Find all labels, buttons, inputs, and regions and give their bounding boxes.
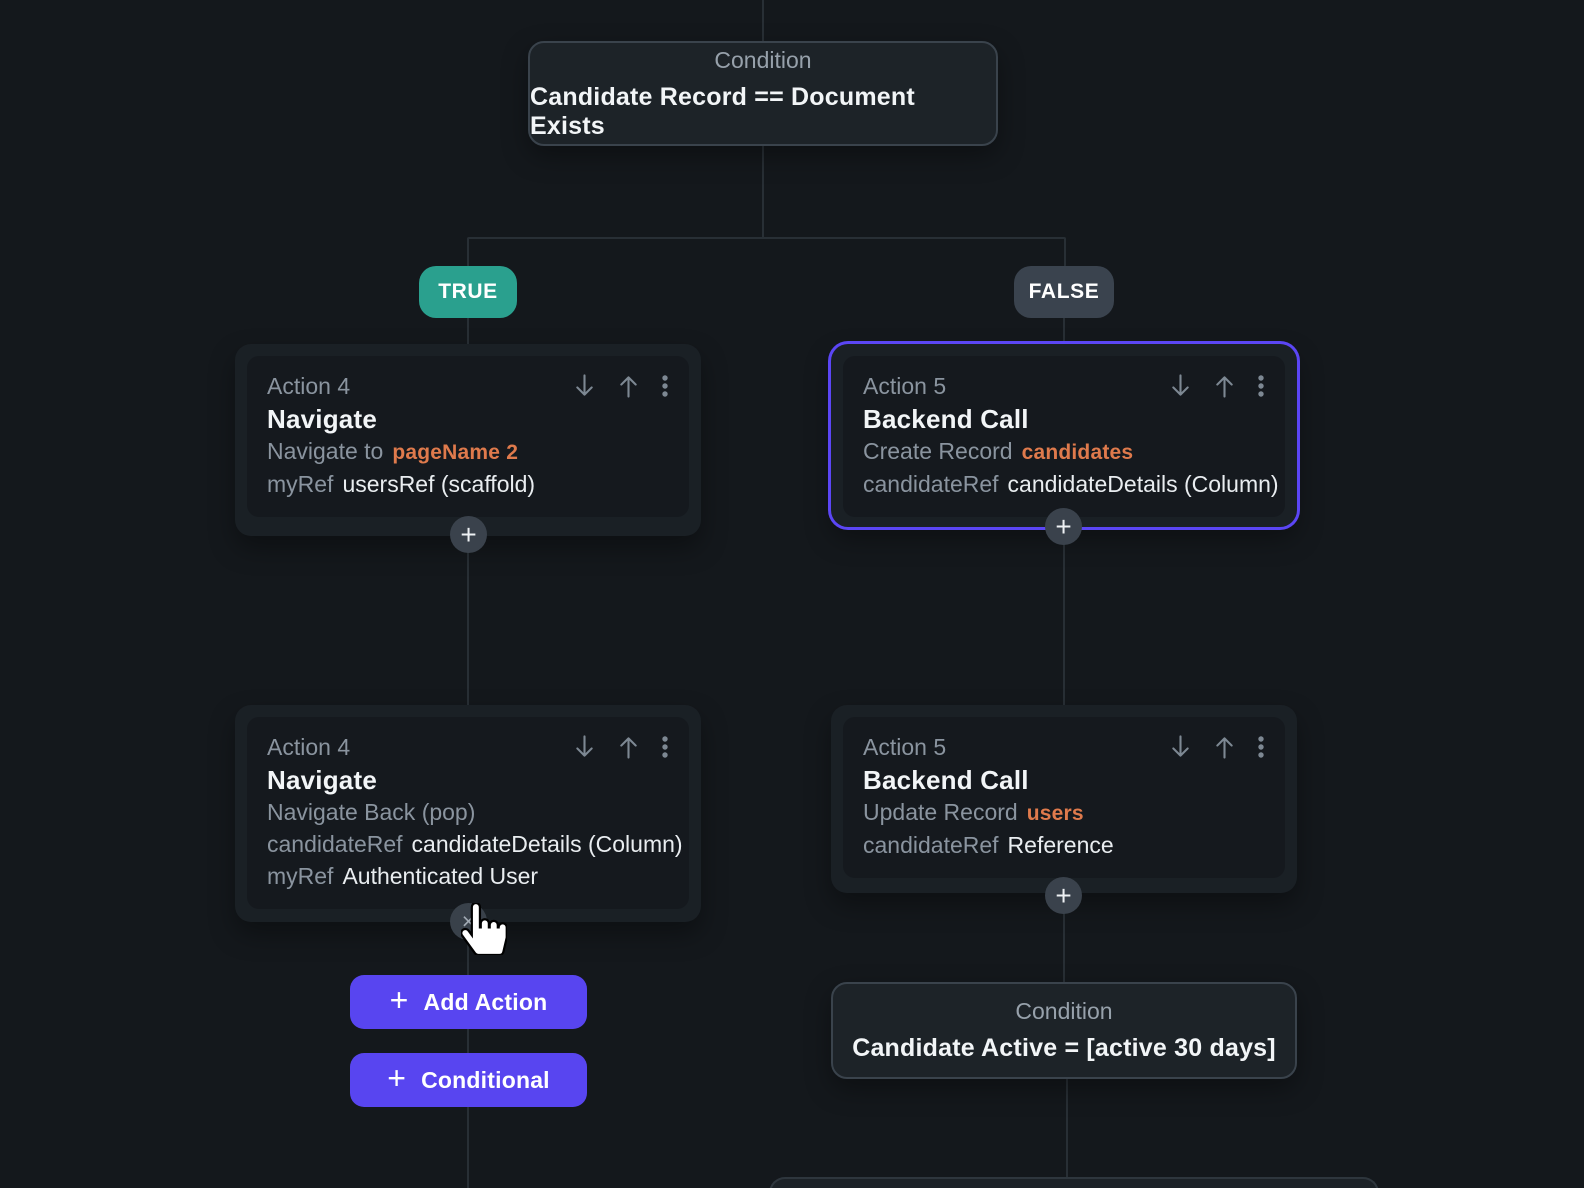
false-branch-badge: FALSE [1014,266,1114,318]
connector-top [762,0,764,41]
action-card-body: Action 4 Navigate Navigate Back (pop) ca… [247,717,689,909]
connector-false-badge-to-card [1063,310,1065,344]
kebab-menu-icon[interactable] [661,372,669,400]
add-action-button[interactable]: + Add Action [350,975,587,1029]
move-up-icon[interactable] [617,733,640,761]
add-node-plus-button[interactable]: + [1045,508,1082,545]
add-conditional-button-label: Conditional [421,1066,550,1093]
move-down-icon[interactable] [1169,372,1192,400]
action-title: Backend Call [863,765,1029,795]
connector-condition-to-branch [762,146,764,238]
plus-icon: + [387,1060,407,1096]
partial-card-bottom[interactable] [769,1177,1379,1188]
move-down-icon[interactable] [1169,733,1192,761]
add-node-plus-button[interactable]: + [1045,877,1082,914]
condition-node-root[interactable]: Condition Candidate Record == Document E… [528,41,998,146]
add-node-plus-button[interactable]: + [450,516,487,553]
action-title: Navigate [267,765,377,795]
action-detail-row: Navigate Back (pop) [267,799,476,825]
condition-value: Candidate Record == Document Exists [530,82,915,140]
move-up-icon[interactable] [617,372,640,400]
move-up-icon[interactable] [1213,733,1236,761]
move-down-icon[interactable] [573,733,596,761]
add-action-button-label: Add Action [423,988,548,1015]
action-index-label: Action 4 [267,372,351,399]
action-index-label: Action 5 [863,733,947,760]
move-up-icon[interactable] [1213,372,1236,400]
action-title: Backend Call [863,404,1029,434]
hand-pointer-cursor [461,903,507,955]
condition-label: Condition [1015,998,1113,1024]
plus-icon: + [389,982,409,1018]
plus-icon: + [460,518,477,550]
false-badge-label: FALSE [1028,280,1100,303]
action-card-navigate-2[interactable]: Action 4 Navigate Navigate Back (pop) ca… [235,705,701,922]
connector-false-col-1 [1063,544,1065,705]
action-title: Navigate [267,404,377,434]
connector-true-badge-to-card [467,310,469,344]
move-down-icon[interactable] [573,372,596,400]
add-conditional-button[interactable]: + Conditional [350,1053,587,1107]
true-badge-label: TRUE [438,280,498,303]
condition-node-candidate-active[interactable]: Condition Candidate Active = [active 30 … [831,982,1297,1079]
plus-icon: + [1055,879,1072,911]
plus-icon: + [1055,510,1072,542]
kebab-menu-icon[interactable] [1257,372,1265,400]
action-index-label: Action 4 [267,733,351,760]
connector-false-col-2 [1063,913,1065,982]
condition-label: Condition [714,46,812,73]
kebab-menu-icon[interactable] [1257,733,1265,761]
connector-true-col-1 [467,551,469,705]
connector-false-col-3 [1066,1079,1068,1177]
condition-value: Candidate Active = [active 30 days] [852,1034,1276,1062]
action-index-label: Action 5 [863,372,947,399]
branch-split-connector [467,237,1066,267]
true-branch-badge: TRUE [419,266,517,318]
kebab-menu-icon[interactable] [661,733,669,761]
